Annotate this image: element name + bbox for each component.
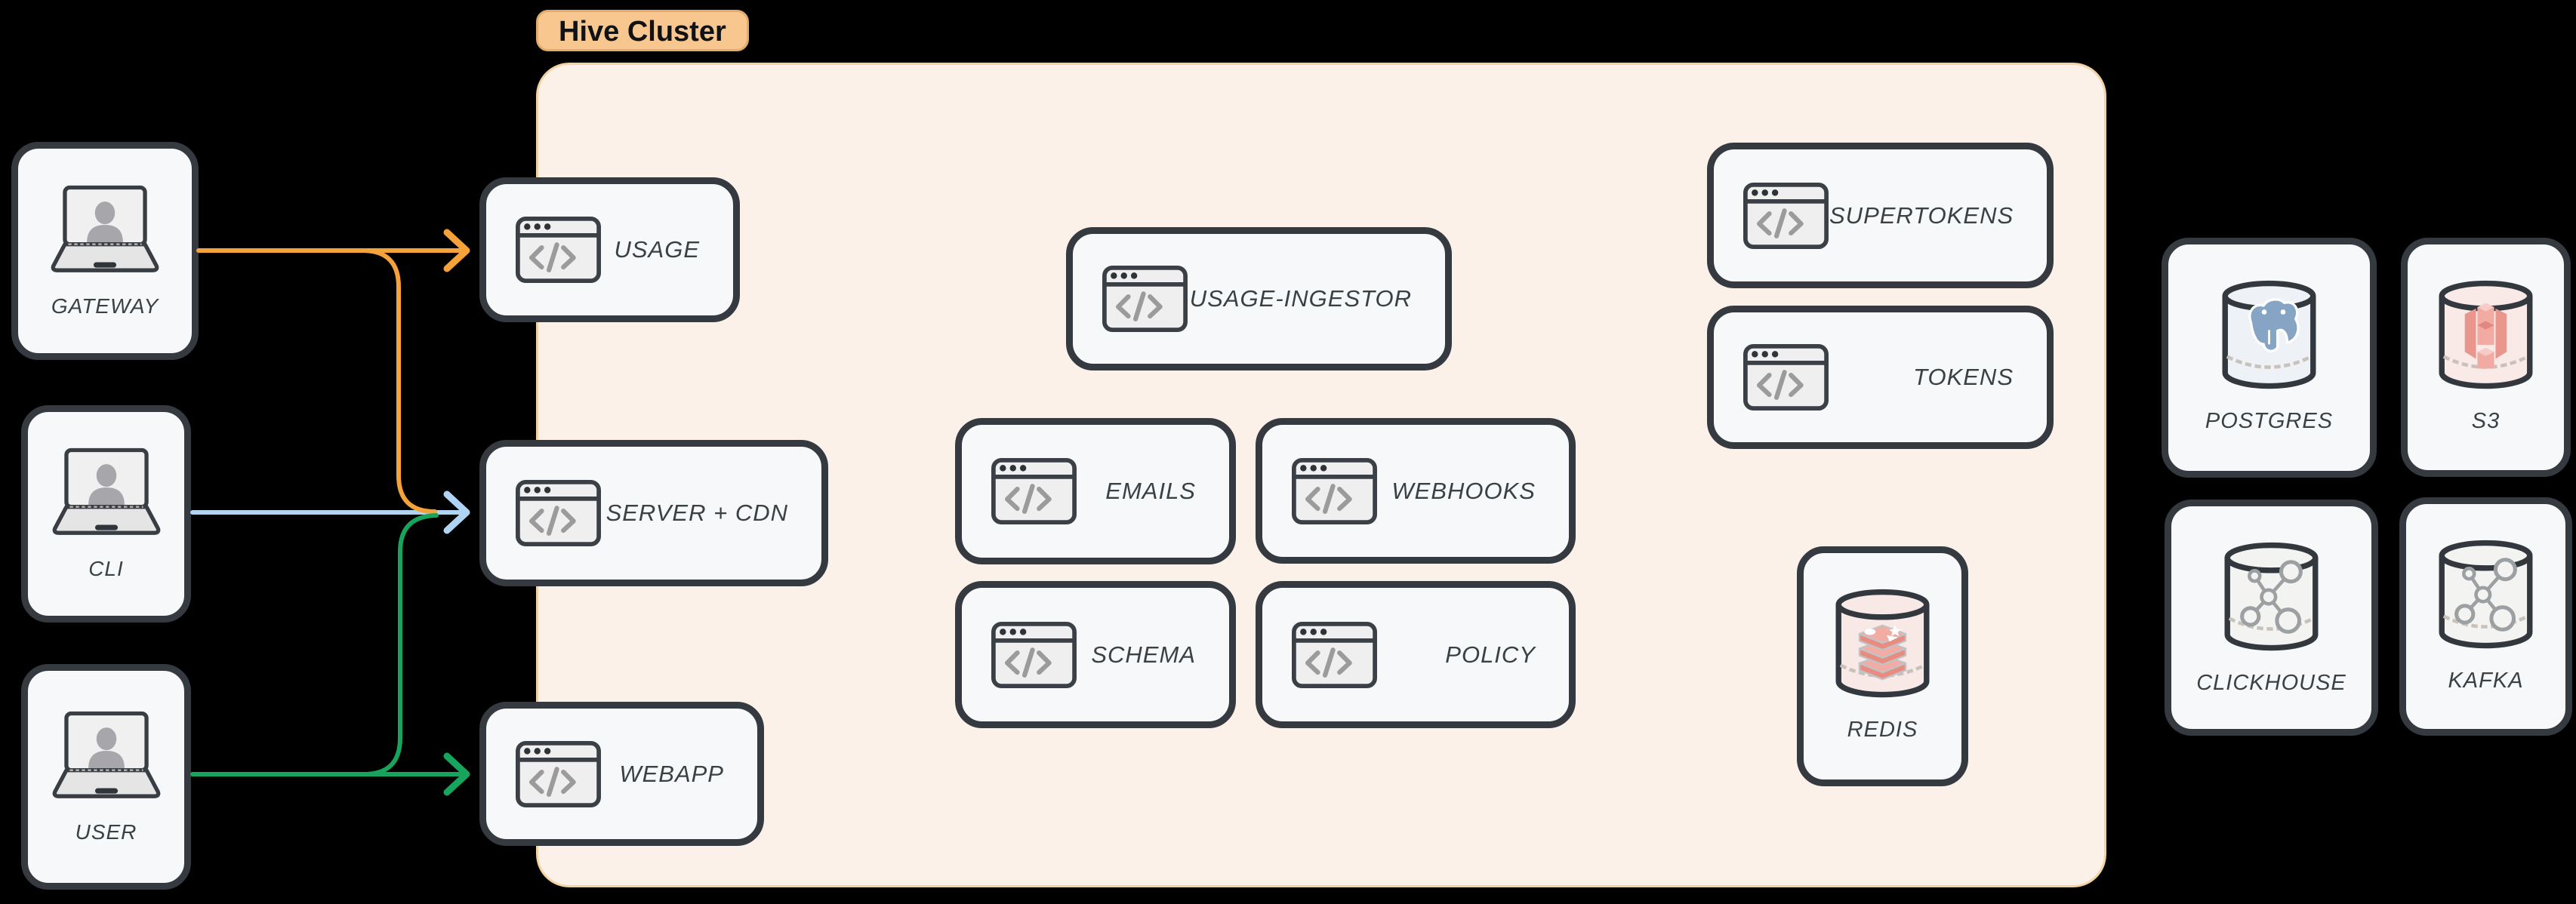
code-window-icon bbox=[1102, 265, 1188, 333]
service-policy: POLICY bbox=[1256, 581, 1576, 728]
arrowhead-servercdn bbox=[443, 490, 470, 534]
service-label: EMAILS bbox=[1105, 478, 1196, 504]
code-window-icon bbox=[1742, 343, 1829, 411]
client-user: USER bbox=[21, 664, 191, 890]
service-label: SCHEMA bbox=[1091, 641, 1196, 668]
arrowhead-usage bbox=[443, 229, 470, 272]
service-webhooks: WEBHOOKS bbox=[1256, 418, 1576, 564]
code-window-icon bbox=[515, 740, 602, 808]
db-s3: S3 bbox=[2401, 238, 2571, 477]
client-gateway: GATEWAY bbox=[11, 142, 199, 360]
arrowhead-webapp bbox=[443, 752, 470, 796]
redis-icon bbox=[1833, 588, 1932, 700]
service-label: SERVER + CDN bbox=[605, 500, 788, 526]
service-server-cdn: SERVER + CDN bbox=[479, 440, 828, 586]
db-label: POSTGRES bbox=[2205, 409, 2334, 433]
service-supertokens: SUPERTOKENS bbox=[1707, 143, 2054, 288]
service-label: WEBHOOKS bbox=[1391, 477, 1536, 504]
service-webapp: WEBAPP bbox=[479, 702, 764, 846]
service-schema: SCHEMA bbox=[955, 581, 1236, 728]
service-label: TOKENS bbox=[1913, 364, 2014, 390]
postgres-icon bbox=[2220, 279, 2319, 391]
db-kafka: KAFKA bbox=[2399, 497, 2572, 736]
laptop-user-icon bbox=[43, 447, 170, 540]
service-label: USAGE bbox=[614, 236, 700, 263]
code-window-icon bbox=[991, 621, 1077, 689]
code-window-icon bbox=[1742, 182, 1829, 250]
client-label: GATEWAY bbox=[51, 294, 159, 318]
code-window-icon bbox=[1291, 621, 1378, 689]
service-label: POLICY bbox=[1445, 641, 1536, 668]
client-label: CLI bbox=[88, 557, 124, 580]
service-usage: USAGE bbox=[479, 177, 740, 322]
arrow-user-servercdn-curve bbox=[362, 513, 439, 776]
service-tokens: TOKENS bbox=[1707, 306, 2054, 449]
code-window-icon bbox=[1291, 457, 1378, 525]
service-label: USAGE-INGESTOR bbox=[1189, 285, 1412, 312]
code-window-icon bbox=[991, 457, 1077, 525]
laptop-user-icon bbox=[42, 184, 168, 278]
service-label: REDIS bbox=[1847, 718, 1918, 742]
client-cli: CLI bbox=[21, 405, 191, 623]
laptop-user-icon bbox=[43, 710, 170, 804]
service-redis: REDIS bbox=[1797, 546, 1968, 786]
arrow-gateway-servercdn-curve bbox=[360, 248, 437, 514]
client-label: USER bbox=[75, 819, 137, 844]
db-label: S3 bbox=[2471, 409, 2501, 433]
service-label: SUPERTOKENS bbox=[1829, 201, 2014, 229]
db-label: KAFKA bbox=[2448, 669, 2524, 693]
s3-icon bbox=[2436, 279, 2535, 391]
service-emails: EMAILS bbox=[955, 418, 1236, 564]
service-usage-ingestor: USAGE-INGESTOR bbox=[1066, 227, 1452, 371]
service-label: WEBAPP bbox=[619, 760, 724, 787]
db-clickhouse: CLICKHOUSE bbox=[2165, 500, 2378, 736]
code-window-icon bbox=[515, 479, 602, 547]
hive-cluster-label: Hive Cluster bbox=[536, 10, 749, 51]
code-window-icon bbox=[515, 216, 602, 284]
db-postgres: POSTGRES bbox=[2162, 238, 2377, 478]
clickhouse-icon bbox=[2222, 541, 2321, 653]
db-label: CLICKHOUSE bbox=[2196, 671, 2346, 695]
kafka-icon bbox=[2436, 539, 2535, 650]
